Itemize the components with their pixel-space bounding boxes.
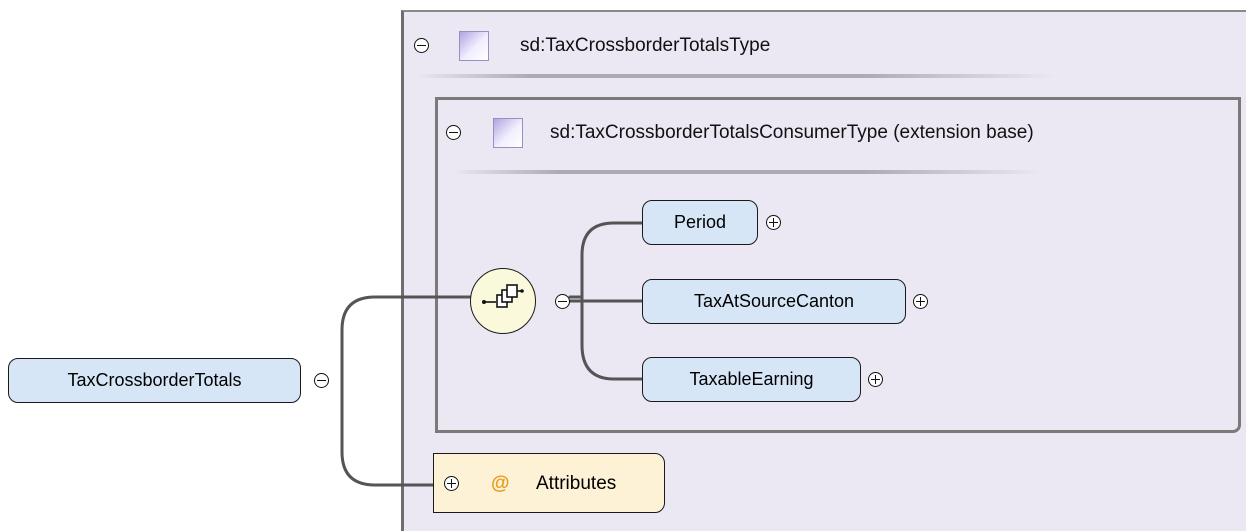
child-element-label: TaxAtSourceCanton (693, 291, 855, 311)
collapse-root-button[interactable] (314, 373, 329, 388)
child-element-label: Period (673, 212, 727, 232)
attribute-symbol: @ (491, 473, 510, 494)
complex-type-label: sd:TaxCrossborderTotalsType (520, 35, 771, 56)
expand-period-button[interactable] (766, 215, 781, 230)
child-element-node[interactable]: TaxAtSourceCanton (642, 279, 906, 324)
root-element-node[interactable]: TaxCrossborderTotals (8, 358, 301, 403)
root-to-attributes-connector (340, 379, 439, 487)
collapse-type-button[interactable] (414, 38, 429, 53)
complex-type-icon (493, 118, 523, 148)
extension-base-label: sd:TaxCrossborderTotalsConsumerType (ext… (550, 122, 1034, 143)
expand-taxableearning-button[interactable] (868, 372, 883, 387)
expand-taxatsourcecanton-button[interactable] (913, 294, 928, 309)
root-to-sequence-connector (340, 295, 472, 383)
sequence-to-taxableearning-connector (580, 295, 644, 381)
attributes-label: Attributes (536, 473, 617, 494)
collapse-sequence-button[interactable] (555, 294, 570, 309)
child-element-node[interactable]: TaxableEarning (642, 357, 861, 402)
child-element-node[interactable]: Period (642, 200, 758, 245)
type-header-separator (415, 74, 1055, 78)
sequence-to-period-connector (568, 221, 644, 299)
child-element-label: TaxableEarning (689, 369, 814, 389)
sequence-compositor-node[interactable] (470, 268, 536, 334)
collapse-extension-button[interactable] (446, 125, 461, 140)
attributes-node[interactable] (433, 453, 665, 513)
complex-type-icon (459, 31, 489, 61)
sequence-compositor-icon (482, 284, 524, 308)
expand-attributes-button[interactable] (444, 476, 459, 491)
root-element-label: TaxCrossborderTotals (67, 370, 242, 390)
extension-header-separator (452, 170, 1042, 174)
